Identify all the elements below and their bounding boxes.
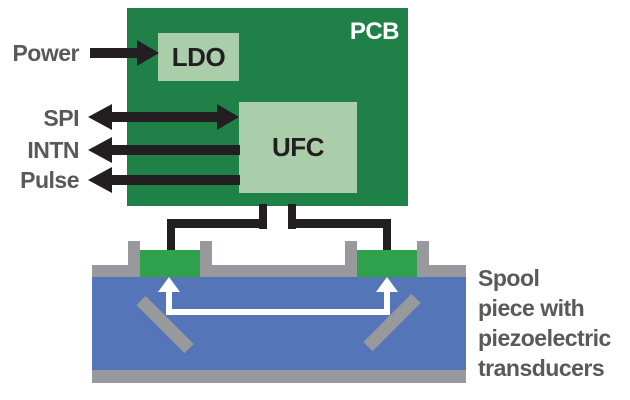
pulse-arrowhead-left-icon	[88, 167, 112, 193]
spi-arrowhead-right-icon	[217, 104, 239, 130]
wire-left-vertical-lower	[167, 219, 175, 252]
intn-arrowhead-left-icon	[88, 137, 112, 163]
spool-caption: Spool piece with piezoelectric transduce…	[478, 263, 628, 383]
power-arrow-shaft	[90, 48, 140, 58]
transducer2-mount-tab-left	[345, 241, 357, 267]
beam-arrowhead-up-right-icon	[376, 277, 398, 292]
spool-caption-line-2: piece with	[478, 295, 585, 321]
spi-label: SPI	[43, 105, 79, 131]
spi-arrow-shaft	[100, 112, 222, 122]
piezo-transducer-2	[357, 250, 417, 277]
beam-path-vertical-right	[384, 290, 390, 315]
pulse-arrow-shaft	[106, 175, 240, 185]
ldo-label: LDO	[171, 41, 226, 72]
spool-caption-line-3: piezoelectric	[478, 325, 611, 351]
spi-arrowhead-left-icon	[88, 104, 112, 130]
pcb-label: PCB	[349, 18, 400, 45]
wire-right-vertical-lower	[383, 219, 391, 252]
power-label: Power	[12, 40, 79, 66]
spool-bottom-wall	[92, 370, 466, 383]
transducer1-mount-tab-left	[128, 241, 140, 267]
transducer1-mount-tab-right	[200, 241, 212, 267]
spool-caption-line-1: Spool	[478, 265, 540, 291]
spool-pipe-bore	[92, 277, 466, 370]
power-arrowhead-right-icon	[137, 40, 159, 66]
intn-label: INTN	[27, 137, 79, 163]
beam-path-vertical-left	[166, 290, 172, 315]
spool-caption-line-4: transducers	[478, 355, 605, 381]
wire-left-vertical-upper	[259, 204, 267, 229]
wire-right-horizontal	[288, 219, 391, 228]
beam-arrowhead-up-left-icon	[158, 277, 180, 292]
wire-left-horizontal	[167, 219, 267, 228]
beam-path-horizontal	[166, 309, 390, 315]
ufc-label: UFC	[272, 132, 324, 162]
piezo-transducer-1	[140, 250, 200, 277]
transducer2-mount-tab-right	[417, 241, 429, 267]
ufc-block: UFC	[239, 102, 357, 193]
wire-right-vertical-upper	[288, 204, 296, 229]
intn-arrow-shaft	[106, 145, 240, 155]
pulse-label: Pulse	[20, 167, 79, 193]
ldo-block: LDO	[158, 33, 239, 81]
